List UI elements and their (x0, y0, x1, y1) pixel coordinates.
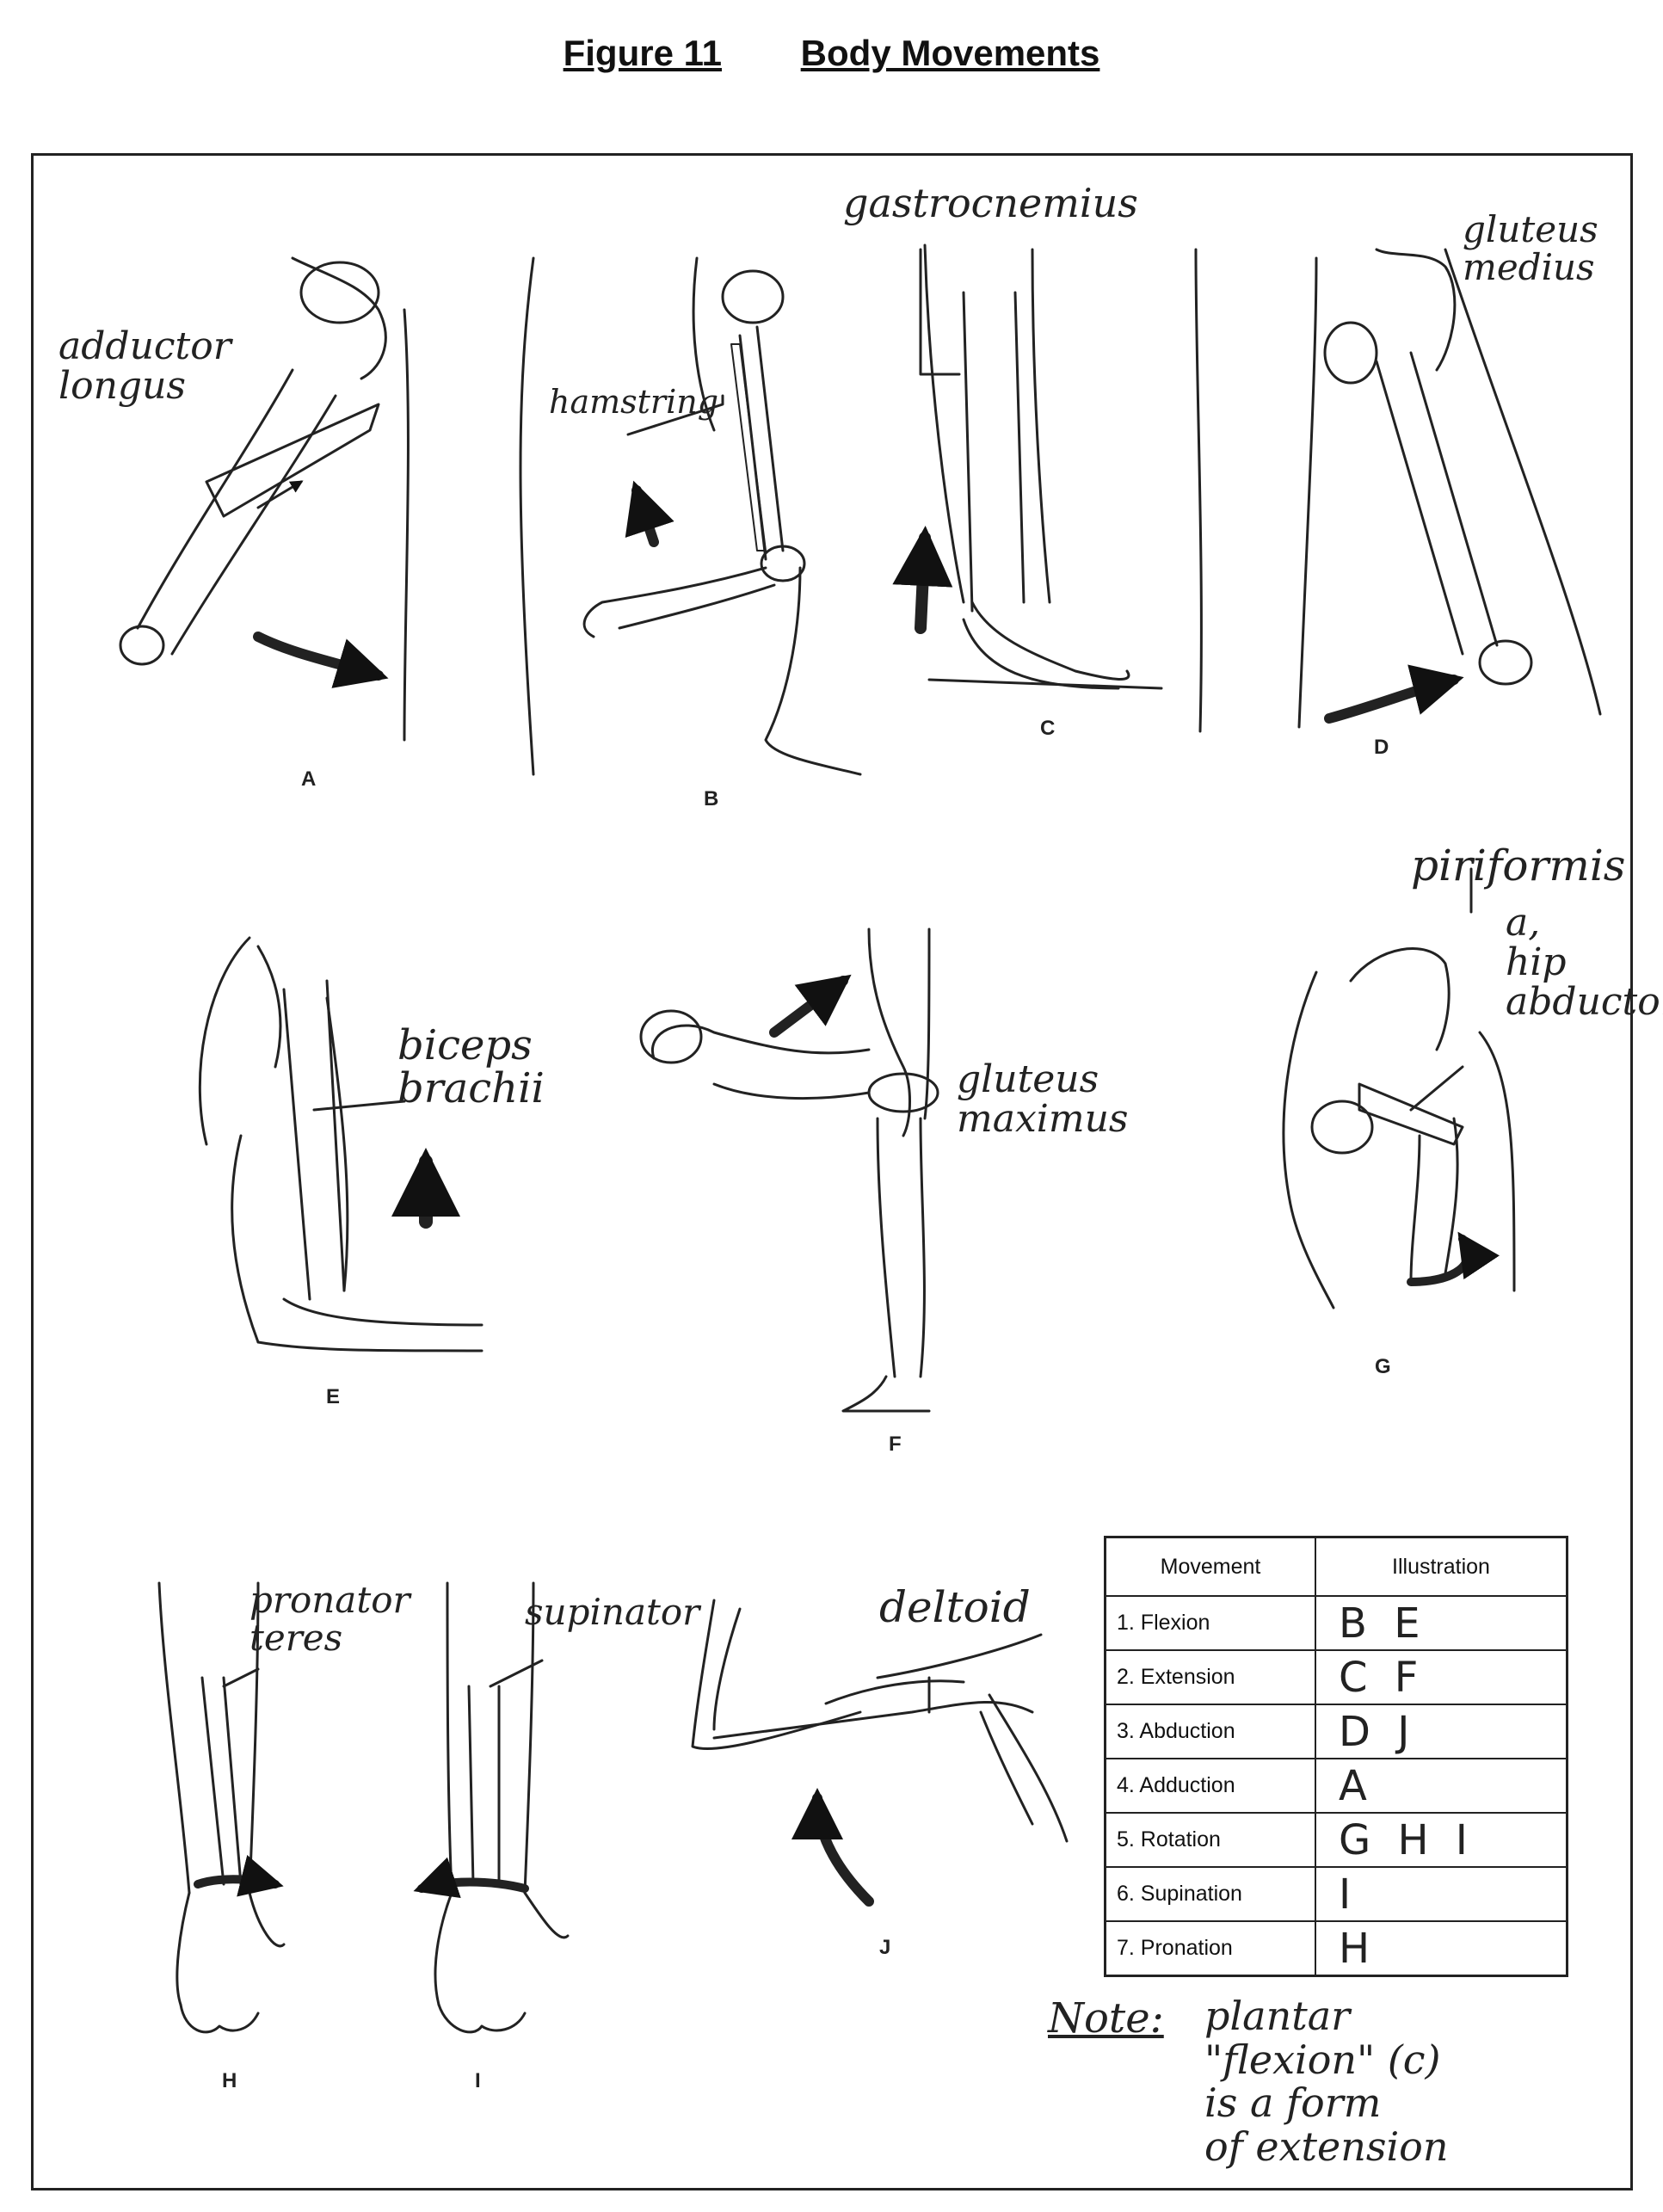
panel-label-d: D (1374, 736, 1389, 759)
illustration-e (198, 936, 484, 1352)
annotation-piriformis: piriformis (1411, 841, 1626, 890)
illustration-a (119, 256, 410, 742)
panel-label-i: I (475, 2069, 481, 2092)
panel-label-c: C (1040, 717, 1056, 740)
illustration-cell: G H I (1315, 1812, 1568, 1868)
panel-label-h: H (222, 2069, 237, 2092)
annotation-gluteus-maximus: gluteus maximus (957, 1057, 1129, 1142)
table-row: 6. Supination I (1104, 1866, 1568, 1922)
panel-label-g: G (1375, 1355, 1391, 1378)
annotation-gastrocnemius: gastrocnemius (843, 180, 1138, 226)
movement-cell: 6. Supination (1104, 1866, 1316, 1922)
illustration-d (1297, 248, 1602, 729)
illustration-j (691, 1599, 1069, 1907)
column-header-illustration: Illustration (1315, 1536, 1568, 1597)
illustration-g (1282, 867, 1516, 1309)
figure-heading: Body Movements (800, 33, 1100, 73)
table-row: 5. Rotation G H I (1104, 1812, 1568, 1868)
column-header-movement: Movement (1104, 1536, 1316, 1597)
table-row: 1. Flexion B E (1104, 1595, 1568, 1651)
illustration-c (892, 243, 1203, 733)
annotation-hamstring: hamstring (549, 383, 719, 421)
panel-label-j: J (879, 1936, 891, 1959)
table-row: 7. Pronation H (1104, 1920, 1568, 1977)
panel-label-a: A (301, 767, 317, 791)
illustration-cell: B E (1315, 1595, 1568, 1651)
table-header-row: Movement Illustration (1104, 1536, 1568, 1597)
illustration-cell: I (1315, 1866, 1568, 1922)
movement-cell: 1. Flexion (1104, 1595, 1316, 1651)
movement-cell: 2. Extension (1104, 1649, 1316, 1705)
illustration-cell: H (1315, 1920, 1568, 1977)
annotation-adductor-longus: adductor longus (59, 324, 231, 409)
panel-label-e: E (326, 1385, 341, 1408)
illustration-cell: D J (1315, 1704, 1568, 1759)
table-row: 3. Abduction D J (1104, 1704, 1568, 1759)
note-label: Note: (1048, 1994, 1164, 2043)
note-text: plantar "flexion" (c) is a form of exten… (1204, 1993, 1449, 2170)
annotation-gluteus-medius: gluteus medius (1463, 208, 1598, 289)
movement-cell: 4. Adduction (1104, 1758, 1316, 1814)
illustration-f (639, 927, 939, 1413)
illustration-b (519, 256, 862, 776)
annotation-biceps-brachii: biceps brachii (397, 1021, 545, 1113)
illustration-i (413, 1581, 570, 2034)
illustration-cell: C F (1315, 1649, 1568, 1705)
panel-label-f: F (889, 1433, 902, 1456)
movement-cell: 5. Rotation (1104, 1812, 1316, 1868)
annotation-hip-abductor: a, hip abductor (1506, 901, 1663, 1025)
movement-cell: 3. Abduction (1104, 1704, 1316, 1759)
annotation-supinator: supinator (525, 1591, 700, 1633)
page-title: Figure 11 Body Movements (0, 33, 1663, 74)
movement-cell: 7. Pronation (1104, 1920, 1316, 1977)
panel-label-b: B (704, 787, 719, 810)
annotation-deltoid: deltoid (879, 1582, 1031, 1632)
illustration-cell: A (1315, 1758, 1568, 1814)
movement-table: Movement Illustration 1. Flexion B E 2. … (1104, 1536, 1568, 1977)
figure-frame (31, 153, 1633, 2190)
figure-number: Figure 11 (563, 33, 722, 73)
table-row: 2. Extension C F (1104, 1649, 1568, 1705)
table-row: 4. Adduction A (1104, 1758, 1568, 1814)
annotation-pronator-teres: pronator teres (249, 1579, 410, 1660)
illustration-h (157, 1581, 286, 2034)
